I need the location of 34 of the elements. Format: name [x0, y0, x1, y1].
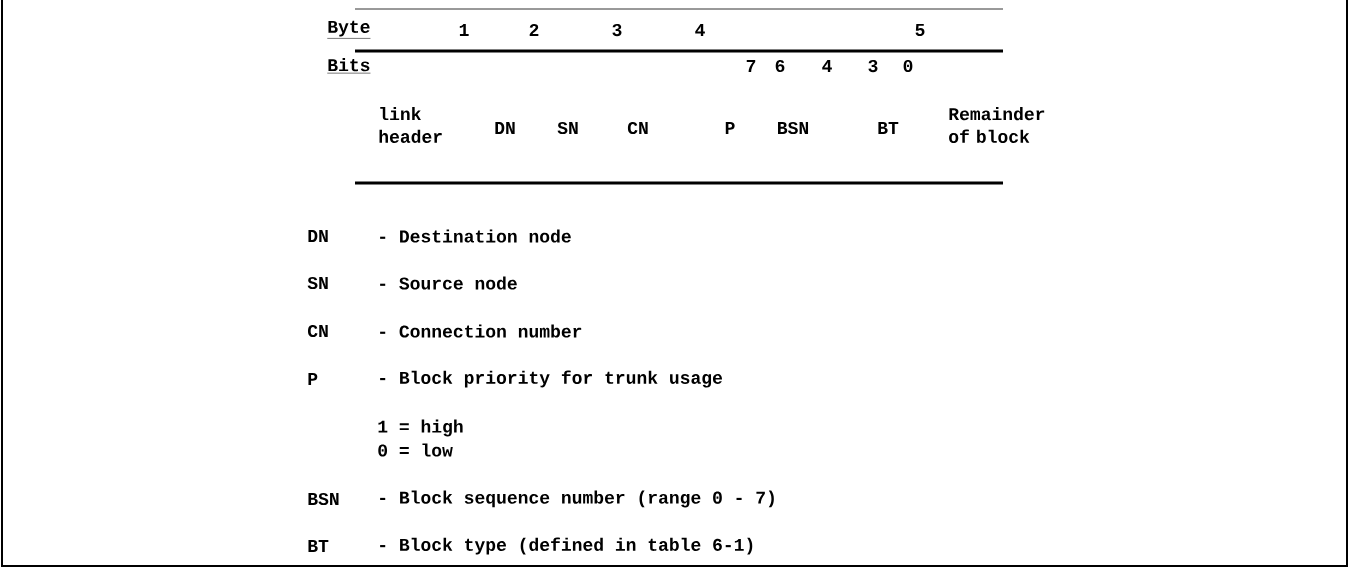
bit-number: 6 — [775, 59, 785, 73]
field-name: SN — [557, 121, 578, 135]
byte-heading: Byte — [327, 20, 371, 39]
field-name: link header — [379, 107, 442, 143]
bit-number: 7 — [746, 60, 756, 72]
definition: - Block priority for trunk usage — [380, 370, 722, 388]
abbreviation: CN — [308, 324, 328, 338]
abbreviation: BT — [308, 540, 329, 552]
field-name: Remainder of block — [949, 107, 1045, 143]
byte-number: 3 — [612, 23, 622, 37]
field-name: CN — [627, 121, 648, 135]
byte-number: 5 — [915, 24, 925, 36]
byte-number: 4 — [695, 24, 705, 36]
field-name: P — [725, 122, 735, 134]
bits-heading: Bits — [327, 58, 371, 74]
field-name: BSN — [778, 121, 809, 135]
byte-number: 1 — [459, 24, 469, 36]
abbreviation: P — [308, 373, 318, 385]
bit-number: 3 — [868, 59, 878, 73]
definition: - Block sequence number (range 0 - 7) — [380, 490, 774, 508]
bit-number: 4 — [822, 60, 832, 72]
abbreviation: DN — [308, 230, 328, 242]
definition: - Source node — [380, 276, 517, 290]
field-name: DN — [495, 122, 515, 134]
byte-number: 2 — [529, 24, 539, 37]
bit-number: 0 — [903, 59, 913, 73]
abbreviation: SN — [307, 276, 328, 290]
definition: - Connection number — [380, 324, 582, 338]
field-name: BT — [878, 122, 899, 134]
value-note: 1 = high — [378, 419, 463, 437]
definition: - Destination node — [380, 229, 571, 243]
value-note: 0 = low — [378, 443, 453, 457]
definition: - Block type (defined in table 6-1) — [380, 537, 753, 555]
abbreviation: BSN — [308, 492, 339, 506]
